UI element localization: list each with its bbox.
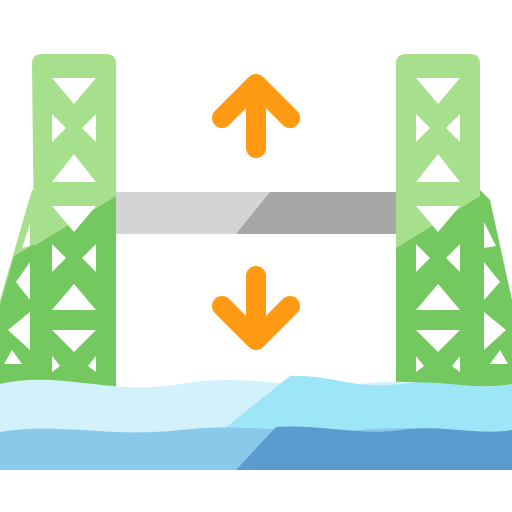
left-tower-icon [0,54,116,388]
arrow-down-icon [212,266,300,350]
right-tower-icon [396,54,512,400]
arrow-up-icon [212,74,300,158]
water-waves [0,375,512,470]
bridge-deck [112,192,400,234]
